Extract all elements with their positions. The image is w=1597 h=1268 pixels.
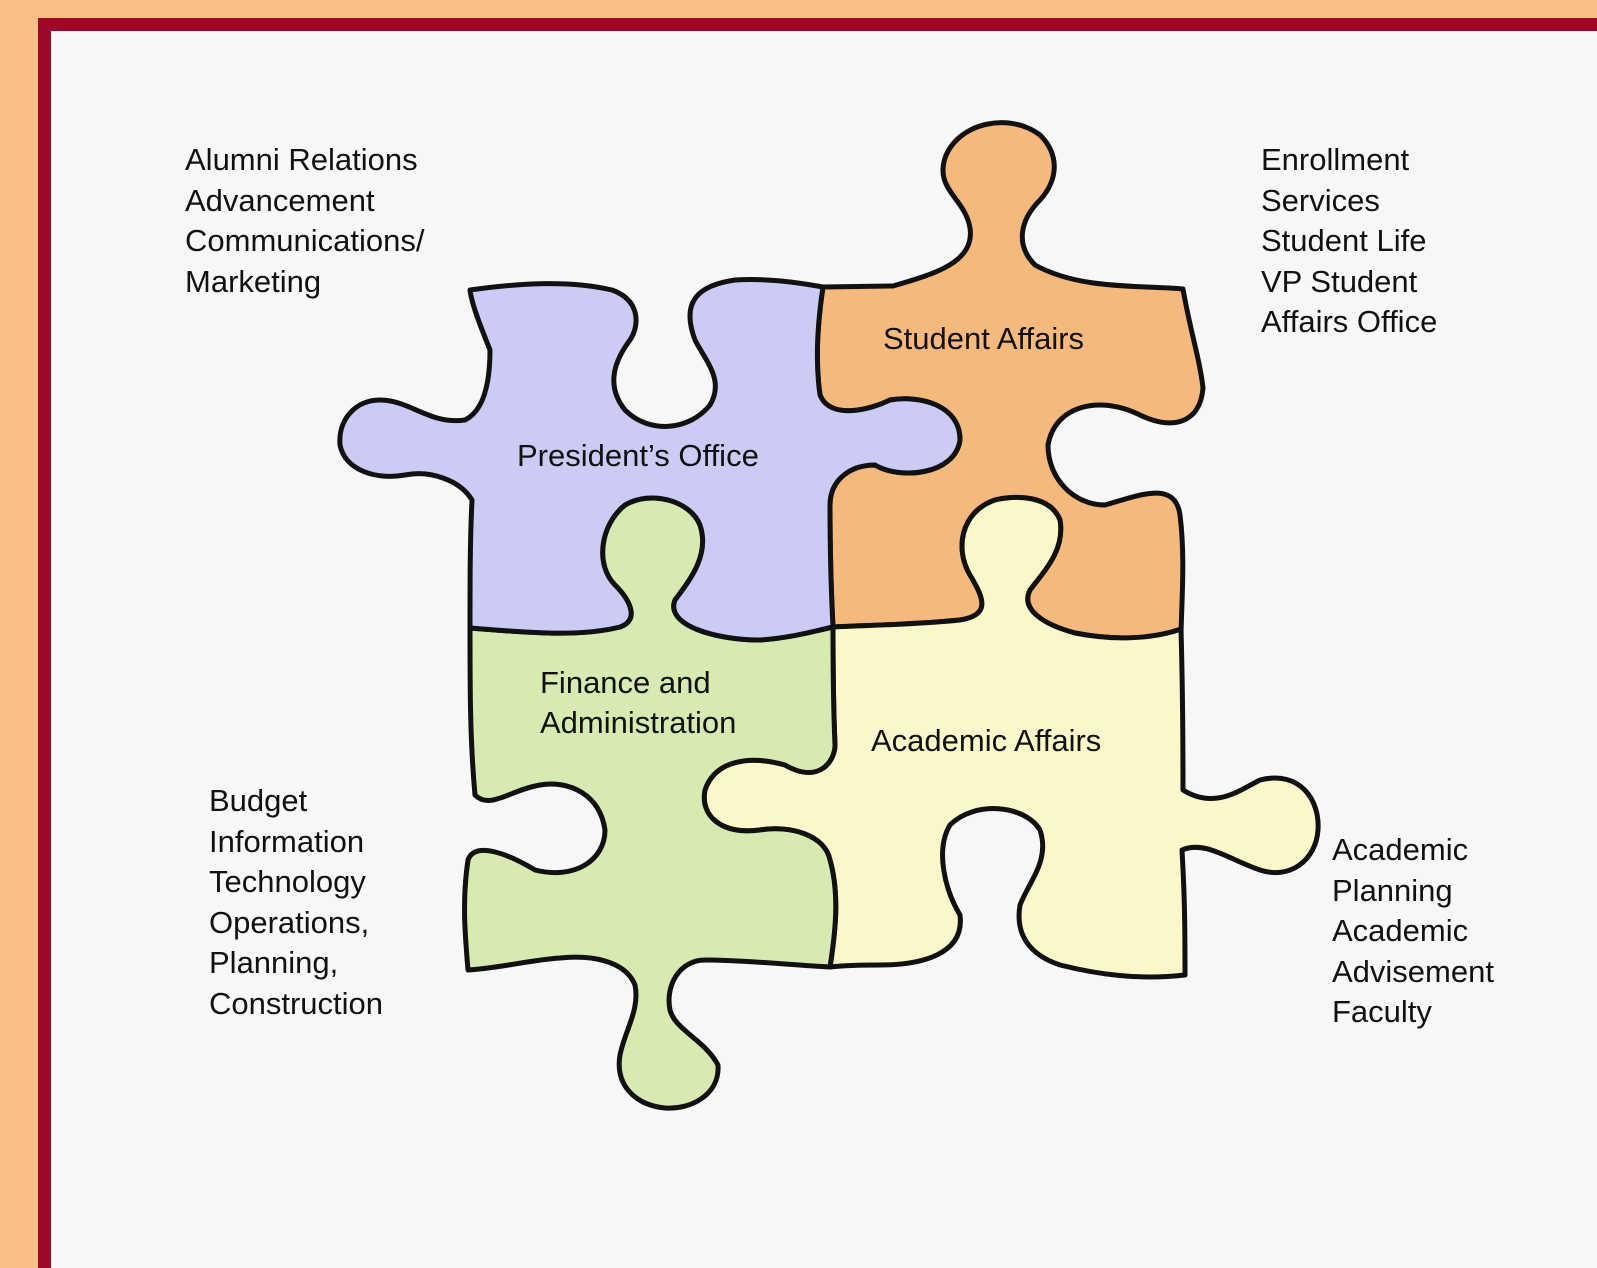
finance-administration-units: Budget Information Technology Operations… <box>209 781 383 1024</box>
student-affairs-units: Enrollment Services Student Life VP Stud… <box>1261 140 1437 343</box>
presidents-office-piece <box>337 276 963 643</box>
unit-item: Advisement <box>1332 953 1494 989</box>
academic-affairs-label: Academic Affairs <box>871 723 1101 758</box>
unit-item: Services <box>1261 182 1380 218</box>
unit-item: Faculty <box>1332 994 1432 1029</box>
unit-item: Marketing <box>185 263 322 299</box>
finance-label-line-2: Administration <box>540 705 736 740</box>
unit-item: Advancement <box>185 182 375 218</box>
unit-item: Academic <box>1332 913 1469 948</box>
presidents-office-units: Alumni Relations Advancement Communicati… <box>185 140 424 302</box>
unit-item: Information <box>209 823 365 859</box>
unit-item: Planning, <box>209 945 339 980</box>
finance-label-line-1: Finance and <box>540 665 711 700</box>
unit-item: Affairs Office <box>1261 304 1438 339</box>
student-affairs-label: Student Affairs <box>883 321 1084 356</box>
presidents-office-label: President’s Office <box>517 438 759 473</box>
unit-item: VP Student <box>1261 263 1418 299</box>
unit-item: Academic <box>1332 832 1469 867</box>
unit-item: Student Life <box>1261 223 1427 258</box>
puzzle-diagram: President’s Office Student Affairs Finan… <box>337 120 1321 1111</box>
unit-item: Enrollment <box>1261 142 1410 177</box>
unit-item: Alumni Relations <box>185 142 418 177</box>
unit-item: Communications/ <box>185 223 425 258</box>
academic-affairs-units: Academic Planning Academic Advisement Fa… <box>1332 830 1494 1033</box>
unit-item: Technology <box>209 864 366 899</box>
unit-item: Budget <box>209 783 308 818</box>
unit-item: Construction <box>209 985 384 1021</box>
unit-item: Operations, <box>209 904 370 940</box>
unit-item: Planning <box>1332 872 1453 908</box>
